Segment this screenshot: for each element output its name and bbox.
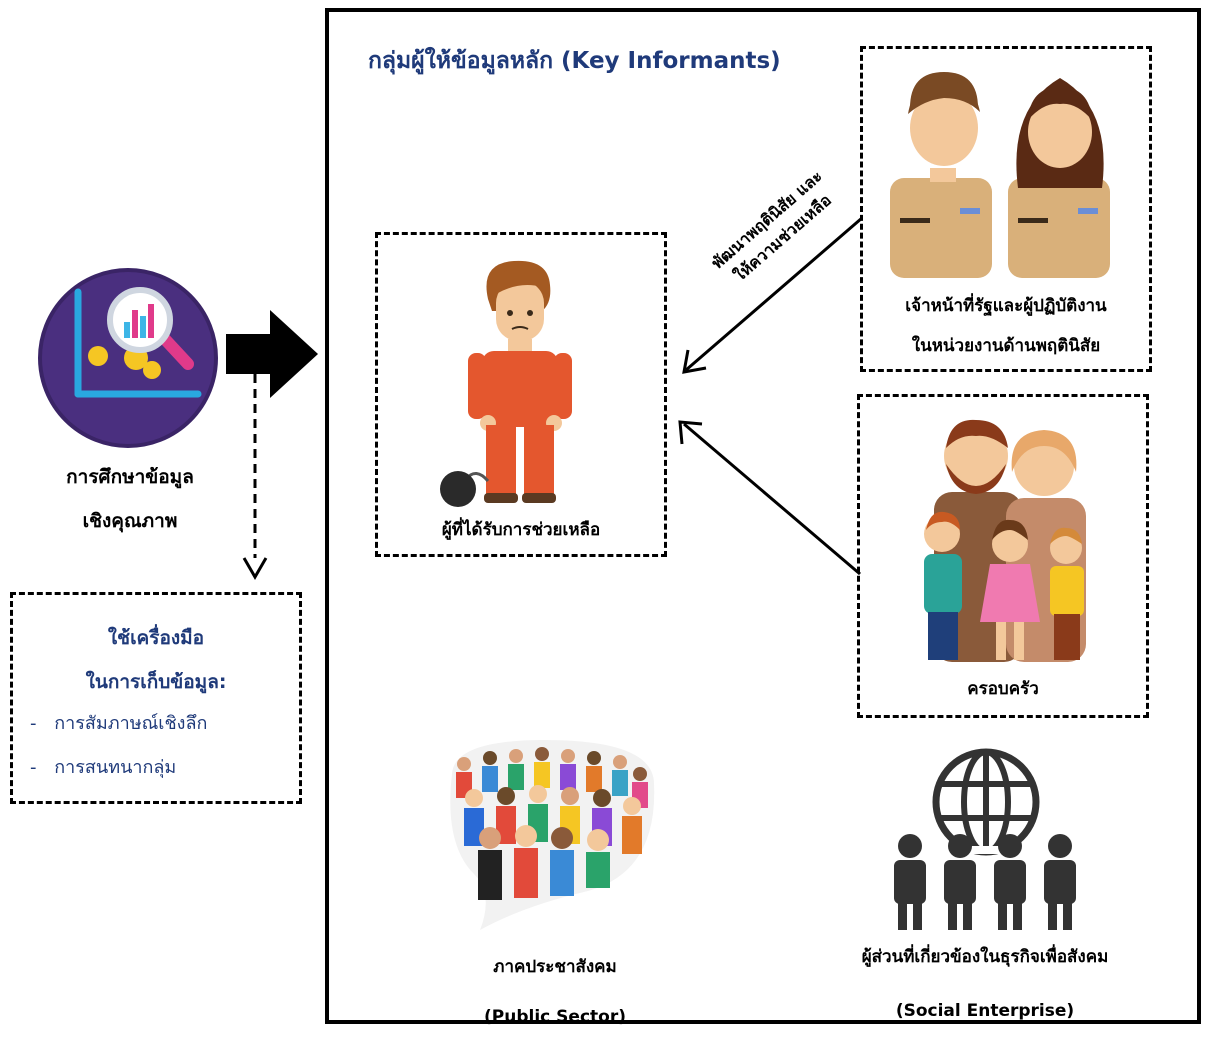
tools-heading: ใช้เครื่องมือ ในการเก็บข้อมูล:	[10, 616, 302, 704]
study-title-line1: การศึกษาข้อมูล	[66, 466, 194, 488]
officials-box	[860, 46, 1152, 372]
tools-item: - การสัมภาษณ์เชิงลึก	[30, 710, 207, 738]
officials-to-recipient-arrow	[682, 216, 863, 374]
family-to-recipient-arrow	[678, 420, 861, 576]
family-box	[857, 394, 1149, 718]
tools-box	[10, 592, 302, 804]
officials-figures-icon	[890, 72, 1110, 278]
tools-item: - การสนทนากลุ่ม	[30, 754, 176, 782]
study-title: การศึกษาข้อมูล เชิงคุณภาพ	[20, 455, 240, 543]
globe-people-icon	[888, 748, 1084, 930]
family-figures-icon	[924, 419, 1086, 662]
tools-heading-line2: ในการเก็บข้อมูล:	[85, 671, 227, 693]
officials-label-line1: เจ้าหน้าที่รัฐและผู้ปฏิบัติงาน	[905, 296, 1107, 316]
study-title-line2: เชิงคุณภาพ	[82, 510, 178, 532]
recipient-label: ผู้ที่ได้รับการช่วยเหลือ	[441, 520, 601, 540]
big-right-arrow	[226, 310, 318, 398]
key-informants-panel	[325, 8, 1201, 1024]
tools-item-bullet: -	[30, 757, 37, 778]
panel-title: กลุ่มผู้ให้ข้อมูลหลัก (Key Informants)	[368, 48, 781, 74]
officials-label: เจ้าหน้าที่รัฐและผู้ปฏิบัติงาน ในหน่วยงา…	[860, 286, 1152, 366]
recipient-box	[375, 232, 667, 557]
public-label-th: ภาคประชาสังคม	[493, 957, 617, 977]
prisoner-figure-icon	[440, 260, 572, 507]
social-label-en: (Social Enterprise)	[895, 1001, 1075, 1021]
tools-item-label: การสนทนากลุ่ม	[54, 757, 177, 778]
officials-label-line2: ในหน่วยงานด้านพฤตินิสัย	[911, 336, 1101, 356]
social-label-th: ผู้ส่วนที่เกี่ยวข้องในธุรกิจเพื่อสังคม	[861, 947, 1109, 967]
social-label: ผู้ส่วนที่เกี่ยวข้องในธุรกิจเพื่อสังคม (…	[820, 930, 1150, 1038]
public-label: ภาคประชาสังคม (Public Sector)	[440, 942, 670, 1042]
qualitative-study-icon	[38, 268, 218, 448]
family-label: ครอบครัว	[967, 679, 1039, 699]
tools-item-label: การสัมภาษณ์เชิงลึก	[54, 713, 208, 734]
tools-item-bullet: -	[30, 713, 37, 734]
tools-heading-line1: ใช้เครื่องมือ	[107, 627, 205, 649]
public-label-en: (Public Sector)	[484, 1007, 626, 1027]
dashed-down-arrow	[242, 374, 268, 580]
crowd-icon	[450, 740, 655, 930]
